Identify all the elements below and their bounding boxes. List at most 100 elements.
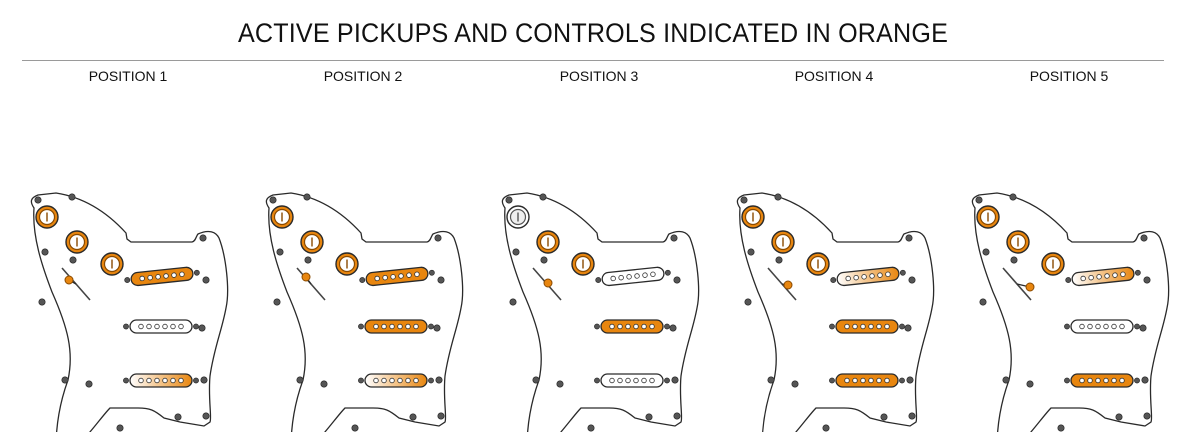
screw <box>1065 277 1072 283</box>
position-panel-3: POSITION 3 <box>499 66 735 432</box>
screw <box>198 324 206 332</box>
screw <box>69 256 77 264</box>
screw <box>908 412 916 420</box>
pickup <box>1064 319 1140 334</box>
screw <box>193 269 200 276</box>
screw <box>829 377 835 384</box>
pickup <box>829 319 905 334</box>
screw <box>1143 276 1151 284</box>
screw <box>594 323 600 330</box>
screw <box>645 413 653 421</box>
screw <box>1143 412 1151 420</box>
screw <box>303 193 311 201</box>
screw <box>556 380 564 388</box>
screw <box>41 248 49 256</box>
screw <box>359 277 366 283</box>
pickup <box>358 319 434 334</box>
screw <box>673 412 681 420</box>
screw <box>664 269 671 276</box>
pickup <box>123 373 199 388</box>
screw <box>193 323 199 330</box>
screw <box>767 376 775 384</box>
screw <box>304 256 312 264</box>
selector-switch <box>1002 267 1035 301</box>
control-knob <box>270 205 294 229</box>
screw <box>1115 413 1123 421</box>
screw <box>1009 193 1017 201</box>
screw <box>276 248 284 256</box>
screw <box>1134 269 1141 276</box>
screw <box>899 377 905 384</box>
screw <box>908 276 916 284</box>
screw <box>409 413 417 421</box>
screw <box>673 276 681 284</box>
screw <box>671 376 679 384</box>
screw <box>202 276 210 284</box>
pickup <box>123 319 199 334</box>
screw <box>428 269 435 276</box>
screw <box>199 234 207 242</box>
pickup <box>124 266 200 287</box>
screw <box>512 248 520 256</box>
diagram-title: ACTIVE PICKUPS AND CONTROLS INDICATED IN… <box>237 18 949 48</box>
screw <box>124 277 131 283</box>
screw <box>532 376 540 384</box>
screw <box>358 377 364 384</box>
position-label: POSITION 1 <box>88 68 168 84</box>
screw <box>594 377 600 384</box>
screw <box>595 277 602 283</box>
screw <box>740 196 748 204</box>
control-knob <box>771 230 795 254</box>
screw <box>899 323 905 330</box>
screw <box>982 248 990 256</box>
screw <box>435 376 443 384</box>
screw <box>904 324 912 332</box>
pickguard-outline <box>30 192 229 432</box>
pickup <box>1065 266 1141 287</box>
screw <box>775 256 783 264</box>
control-knob <box>571 252 595 276</box>
screw <box>68 193 76 201</box>
pickguard-outline <box>971 192 1170 432</box>
control-knob <box>335 252 359 276</box>
control-knob <box>65 230 89 254</box>
screw <box>791 380 799 388</box>
screw <box>539 193 547 201</box>
control-knob <box>976 205 1000 229</box>
screw <box>1002 376 1010 384</box>
pickup <box>358 373 434 388</box>
screw <box>202 412 210 420</box>
screw <box>320 380 328 388</box>
screw <box>509 298 517 306</box>
screw <box>428 377 434 384</box>
pickguard <box>265 192 464 432</box>
screw <box>428 323 434 330</box>
screw <box>193 377 199 384</box>
pickup <box>830 266 906 287</box>
screw <box>123 377 129 384</box>
screw <box>1134 377 1140 384</box>
screw <box>664 377 670 384</box>
pickguard <box>736 192 935 432</box>
position-label: POSITION 5 <box>1029 68 1109 84</box>
pickup <box>594 319 670 334</box>
screw <box>1140 234 1148 242</box>
selector-switch <box>767 267 797 301</box>
position-panel-4: POSITION 4 <box>734 66 970 432</box>
screw <box>906 376 914 384</box>
screw <box>296 376 304 384</box>
screw <box>1064 323 1070 330</box>
pickguard <box>971 192 1170 432</box>
screw <box>664 323 670 330</box>
screw <box>1139 324 1147 332</box>
screw <box>1026 380 1034 388</box>
screw <box>979 298 987 306</box>
screw <box>38 298 46 306</box>
screw <box>269 196 277 204</box>
screw <box>437 412 445 420</box>
screw <box>1064 377 1070 384</box>
control-knob <box>536 230 560 254</box>
pickguard-outline <box>736 192 935 432</box>
pickguard <box>501 192 700 432</box>
screw <box>1141 376 1149 384</box>
